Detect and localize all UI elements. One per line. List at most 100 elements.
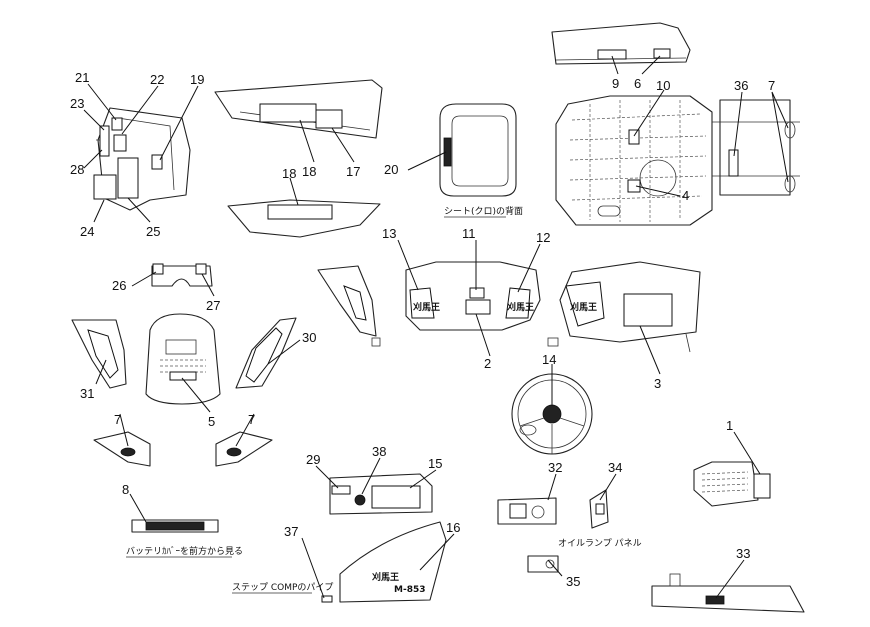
- decal-30: [245, 327, 283, 383]
- caption-step-comp-pipe: ステップ COMPのパイプ: [232, 582, 333, 593]
- rear-frame: [712, 99, 800, 196]
- decal-31: [87, 329, 119, 379]
- callout-17: 17: [346, 164, 360, 179]
- callout-7c: 7: [768, 78, 775, 93]
- decal-14: [542, 404, 562, 424]
- callout-9: 9: [612, 76, 619, 91]
- decal-18-upper: [259, 103, 317, 123]
- decal-10: [628, 129, 640, 145]
- callout-34: 34: [608, 460, 622, 475]
- decal-1: [753, 473, 771, 499]
- decal-12-text: 刈馬王: [507, 301, 534, 313]
- callout-36: 36: [734, 78, 748, 93]
- decal-7-left: [120, 447, 136, 457]
- bracket: [589, 489, 609, 529]
- lower-dash: [151, 263, 213, 287]
- callout-15: 15: [428, 456, 442, 471]
- caption-seat-back: シート(クロ)の背面: [444, 205, 523, 217]
- decal-26: [152, 263, 164, 275]
- callout-8: 8: [122, 482, 129, 497]
- callout-22: 22: [150, 72, 164, 87]
- center-console: 刈馬王 刈馬王: [405, 261, 541, 331]
- front-hood: [145, 313, 221, 405]
- battery-cover: バッテリｶﾊﾞｰを前方から見る: [126, 519, 243, 558]
- callout-6: 6: [634, 76, 641, 91]
- decal-12: [505, 287, 531, 319]
- decal-6: [653, 48, 671, 59]
- callout-31: 31: [80, 386, 94, 401]
- decal-34: [595, 503, 605, 515]
- callout-1: 1: [726, 418, 733, 433]
- callout-labels: 21 22 23 28 24 25 19 18 17 18 20 9 6 10 …: [70, 70, 775, 589]
- callout-7b: 7: [248, 412, 255, 427]
- fuel-panel: [329, 473, 433, 515]
- callout-26: 26: [112, 278, 126, 293]
- callout-2: 2: [484, 356, 491, 371]
- decal-20: [443, 137, 452, 167]
- decal-19: [151, 154, 163, 170]
- callout-21: 21: [75, 70, 89, 85]
- callout-12: 12: [536, 230, 550, 245]
- decal-27: [195, 263, 207, 275]
- decal-32: [509, 503, 527, 519]
- right-rear-fender: 刈馬王: [547, 261, 701, 353]
- callout-33: 33: [736, 546, 750, 561]
- callout-16: 16: [446, 520, 460, 535]
- callout-37: 37: [284, 524, 298, 539]
- mower-cover: 刈馬王 M-853 ステップ COMPのパイプ: [232, 521, 447, 603]
- callout-30: 30: [302, 330, 316, 345]
- callout-20: 20: [384, 162, 398, 177]
- decal-28: [99, 125, 110, 157]
- callout-38: 38: [372, 444, 386, 459]
- decal-33: [705, 595, 725, 605]
- engine-cover: [555, 95, 713, 226]
- callout-14: 14: [542, 352, 556, 367]
- decal-25: [117, 157, 139, 199]
- dashboard-panel: [214, 79, 383, 238]
- decal-21: [111, 117, 123, 131]
- seat-part: [693, 461, 771, 507]
- decal-9: [597, 49, 627, 60]
- decal-38: [354, 494, 366, 506]
- caption-battery-front: バッテリｶﾊﾞｰを前方から見る: [126, 545, 243, 557]
- callout-27: 27: [206, 298, 220, 313]
- callout-25: 25: [146, 224, 160, 239]
- decal-13-text: 刈馬王: [413, 301, 440, 313]
- callout-5: 5: [208, 414, 215, 429]
- decal-13: [409, 287, 435, 319]
- callout-32: 32: [548, 460, 562, 475]
- callout-18b: 18: [282, 166, 296, 181]
- callout-3: 3: [654, 376, 661, 391]
- callout-4: 4: [682, 188, 689, 203]
- left-rear-fender: [317, 265, 381, 347]
- caption-oil-lamp-panel: オイルランプ パネル: [558, 538, 642, 549]
- decal-7-right: [226, 447, 242, 457]
- leader-lines: [83, 55, 789, 599]
- decal-29: [331, 485, 351, 495]
- callout-29: 29: [306, 452, 320, 467]
- left-side-panel: [93, 107, 191, 211]
- decal-24: [93, 174, 117, 200]
- seat-back: シート(クロ)の背面: [439, 103, 523, 218]
- decal-8: [145, 521, 205, 531]
- lower-frame: [651, 573, 805, 613]
- decal-36: [728, 149, 739, 177]
- callout-10: 10: [656, 78, 670, 93]
- callout-19: 19: [190, 72, 204, 87]
- decal-17: [315, 109, 343, 129]
- left-fender: [71, 319, 127, 389]
- callout-35: 35: [566, 574, 580, 589]
- callout-23: 23: [70, 96, 84, 111]
- decal-fender-right-text: 刈馬王: [570, 301, 597, 313]
- callout-7a: 7: [114, 412, 121, 427]
- right-fender: [235, 317, 297, 389]
- decal-fender-left: [343, 285, 367, 321]
- hood-top-panel: [551, 22, 691, 65]
- decal-16-brand: 刈馬王: [372, 571, 399, 583]
- decal-16-model: M-853: [394, 585, 425, 595]
- decal-37: [321, 595, 333, 603]
- decal-11: [469, 287, 485, 299]
- oil-lamp-panel: オイルランプ パネル: [527, 538, 642, 573]
- callout-28: 28: [70, 162, 84, 177]
